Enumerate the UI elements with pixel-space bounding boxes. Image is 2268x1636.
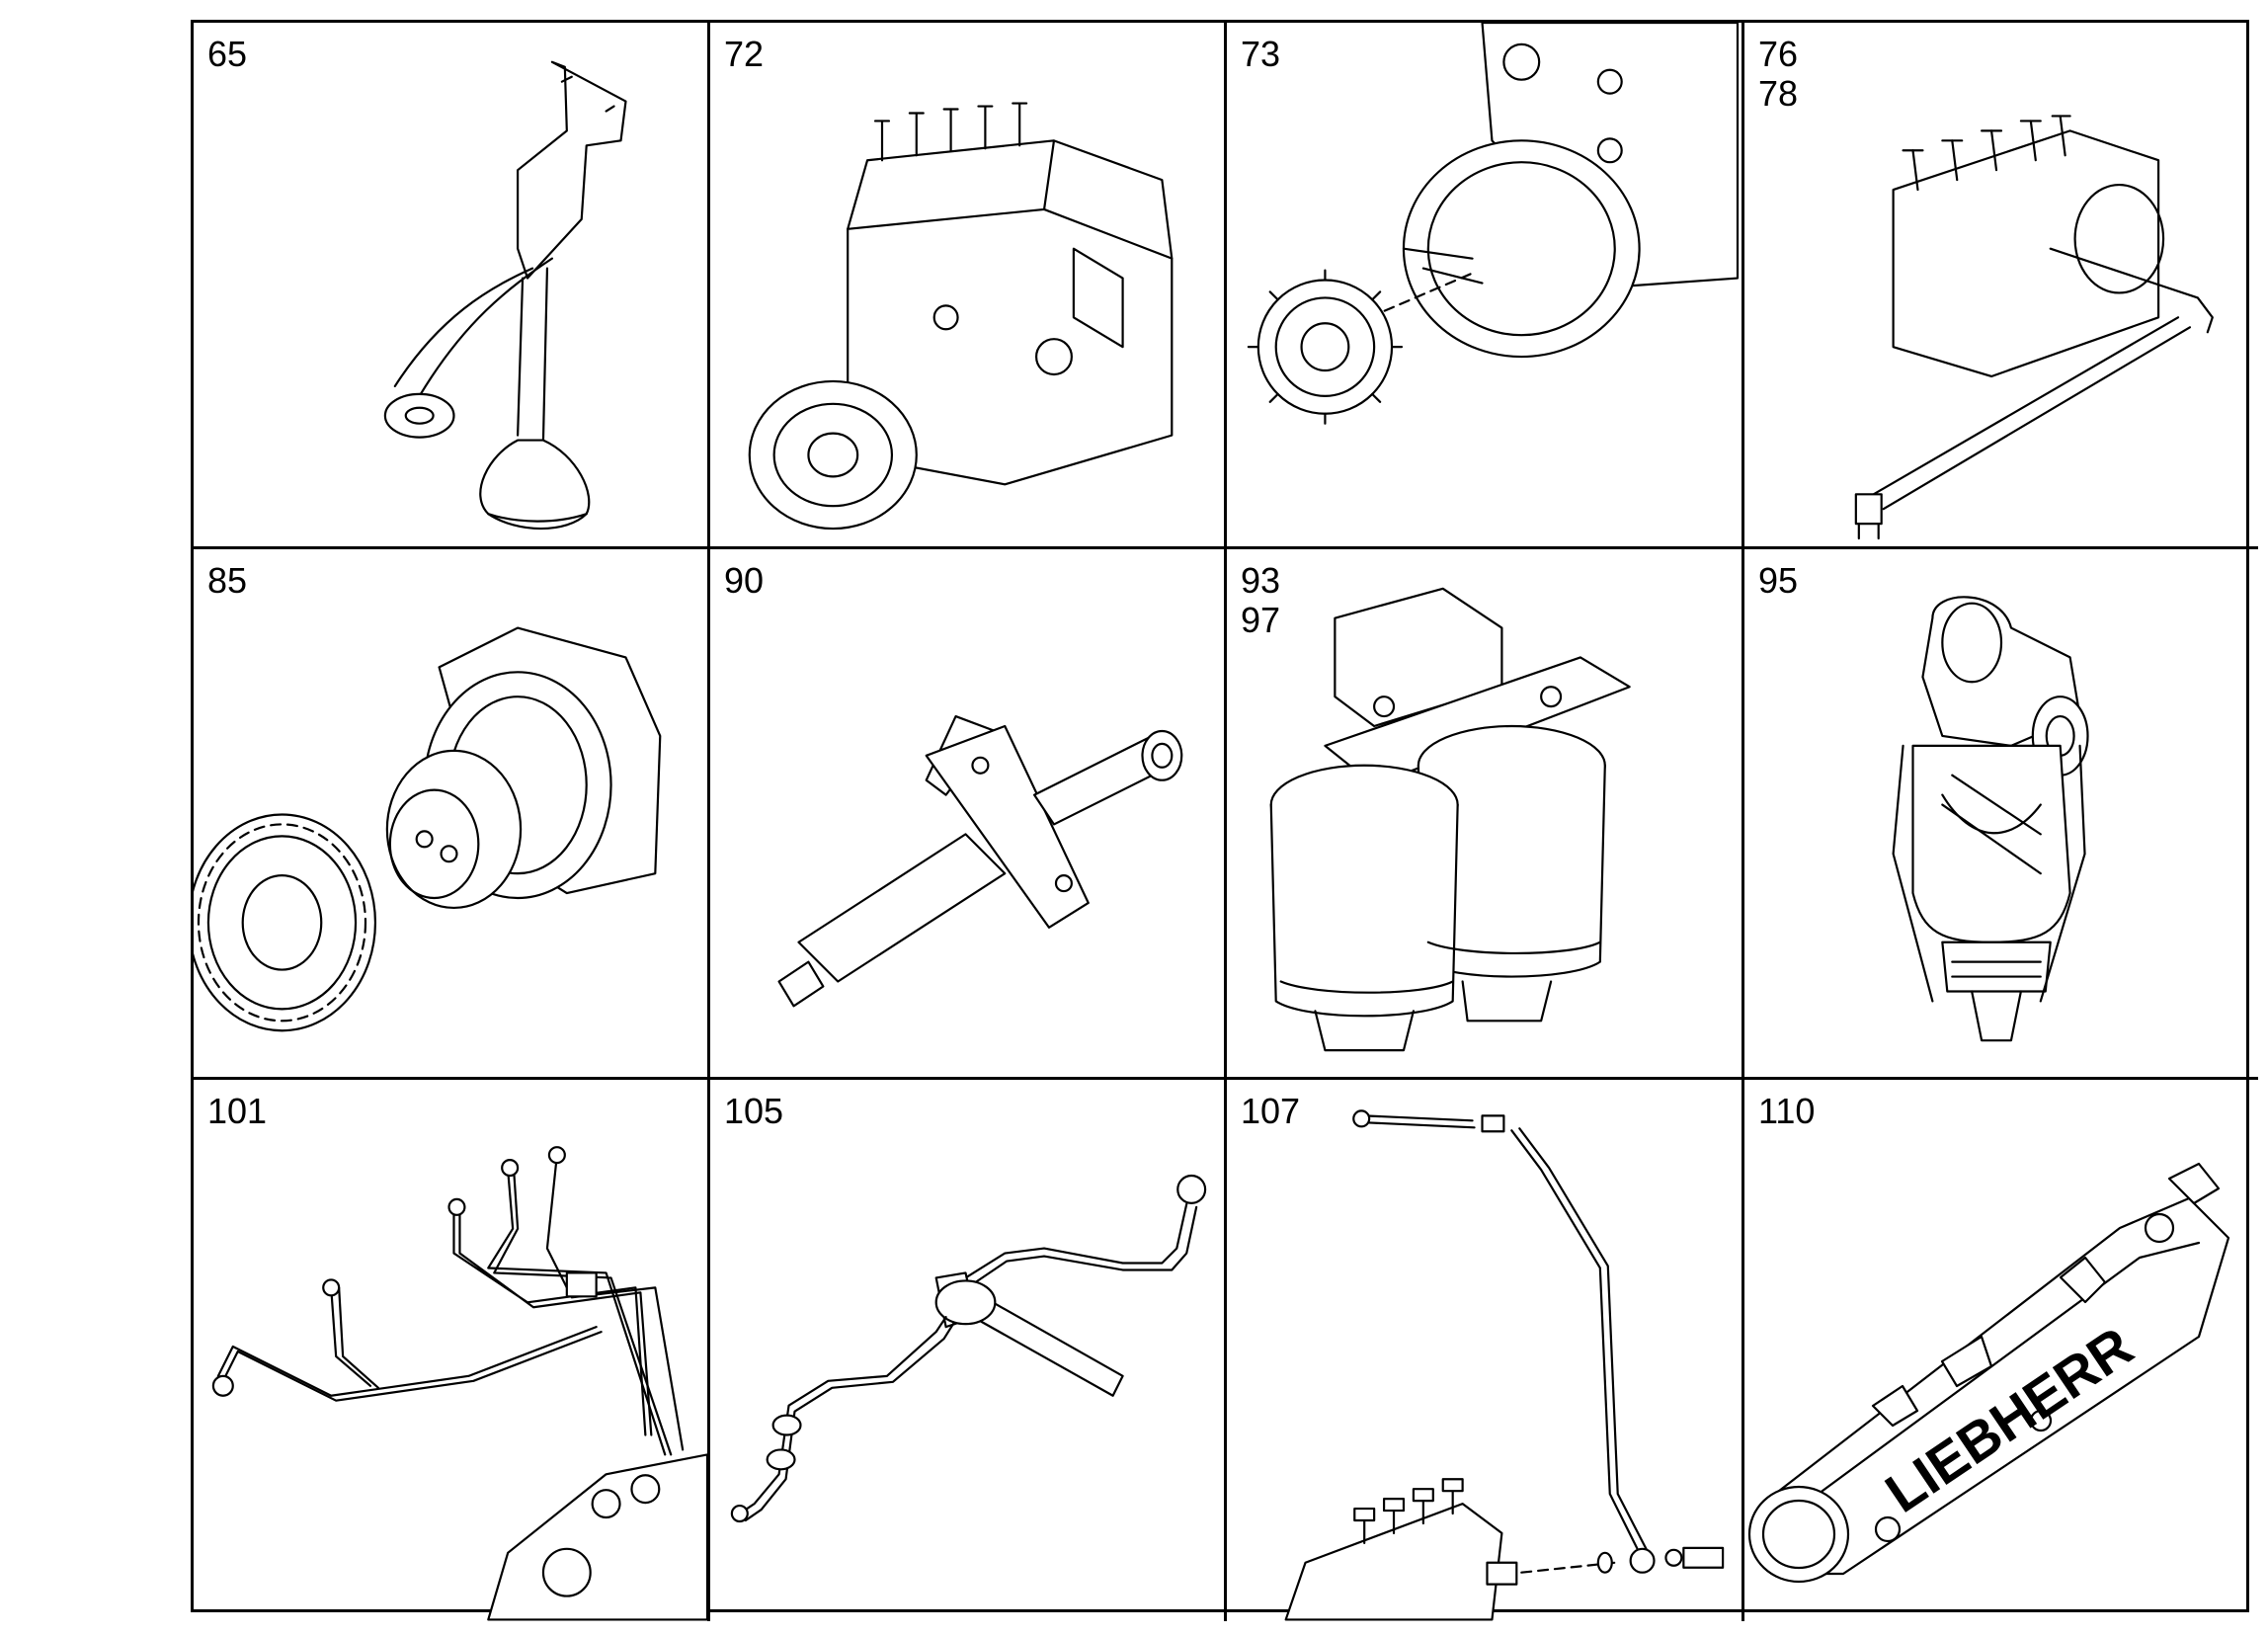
cell-part-85[interactable]: 85 — [194, 549, 710, 1080]
cell-part-73[interactable]: 73 — [1227, 23, 1744, 549]
leak-off-line-illustration — [730, 1174, 1207, 1523]
injector-nozzle-illustration — [777, 714, 1183, 1008]
part-number-label: 73 — [1241, 34, 1281, 74]
part-number-label: 85 — [207, 560, 248, 601]
cell-part-110[interactable]: 110 LIEBHERR — [1744, 1080, 2258, 1621]
intake-manifold-illustration: LIEBHERR — [1747, 1162, 2230, 1584]
double-fuel-filter-illustration — [1269, 587, 1631, 1052]
part-number-label: 76 78 — [1758, 34, 1799, 114]
cell-part-72[interactable]: 72 — [710, 23, 1227, 549]
cell-part-90[interactable]: 90 — [710, 549, 1227, 1080]
cell-part-65[interactable]: 65 — [194, 23, 710, 549]
oil-suction-pipe-illustration — [383, 60, 627, 531]
alternator-pulley-illustration — [194, 626, 662, 1032]
pump-drive-gear-illustration — [1247, 23, 1740, 425]
cell-part-105[interactable]: 105 — [710, 1080, 1227, 1621]
return-line-illustration — [1284, 1109, 1725, 1621]
cell-part-107[interactable]: 107 — [1227, 1080, 1744, 1621]
part-number-label: 65 — [207, 34, 248, 74]
cell-part-95[interactable]: 95 — [1744, 549, 2258, 1080]
part-number-label: 101 — [207, 1091, 268, 1131]
parts-grid: 65 72 — [191, 20, 2258, 1621]
cell-part-93-97[interactable]: 93 97 — [1227, 549, 1744, 1080]
cell-part-101[interactable]: 101 — [194, 1080, 710, 1621]
injection-lines-illustration — [211, 1146, 707, 1621]
part-number-label: 90 — [724, 560, 765, 601]
part-number-label: 95 — [1758, 560, 1799, 601]
fuel-prefilter-illustration — [1892, 596, 2089, 1042]
part-number-label: 93 97 — [1241, 560, 1281, 640]
part-number-label: 110 — [1758, 1091, 1816, 1131]
fuel-injection-pump-illustration — [748, 102, 1174, 531]
pump-with-fuel-line-illustration — [1854, 115, 2214, 540]
part-number-label: 72 — [724, 34, 765, 74]
part-number-label: 105 — [724, 1091, 784, 1131]
part-number-label: 107 — [1241, 1091, 1301, 1131]
cell-part-76-78[interactable]: 76 78 — [1744, 23, 2258, 549]
